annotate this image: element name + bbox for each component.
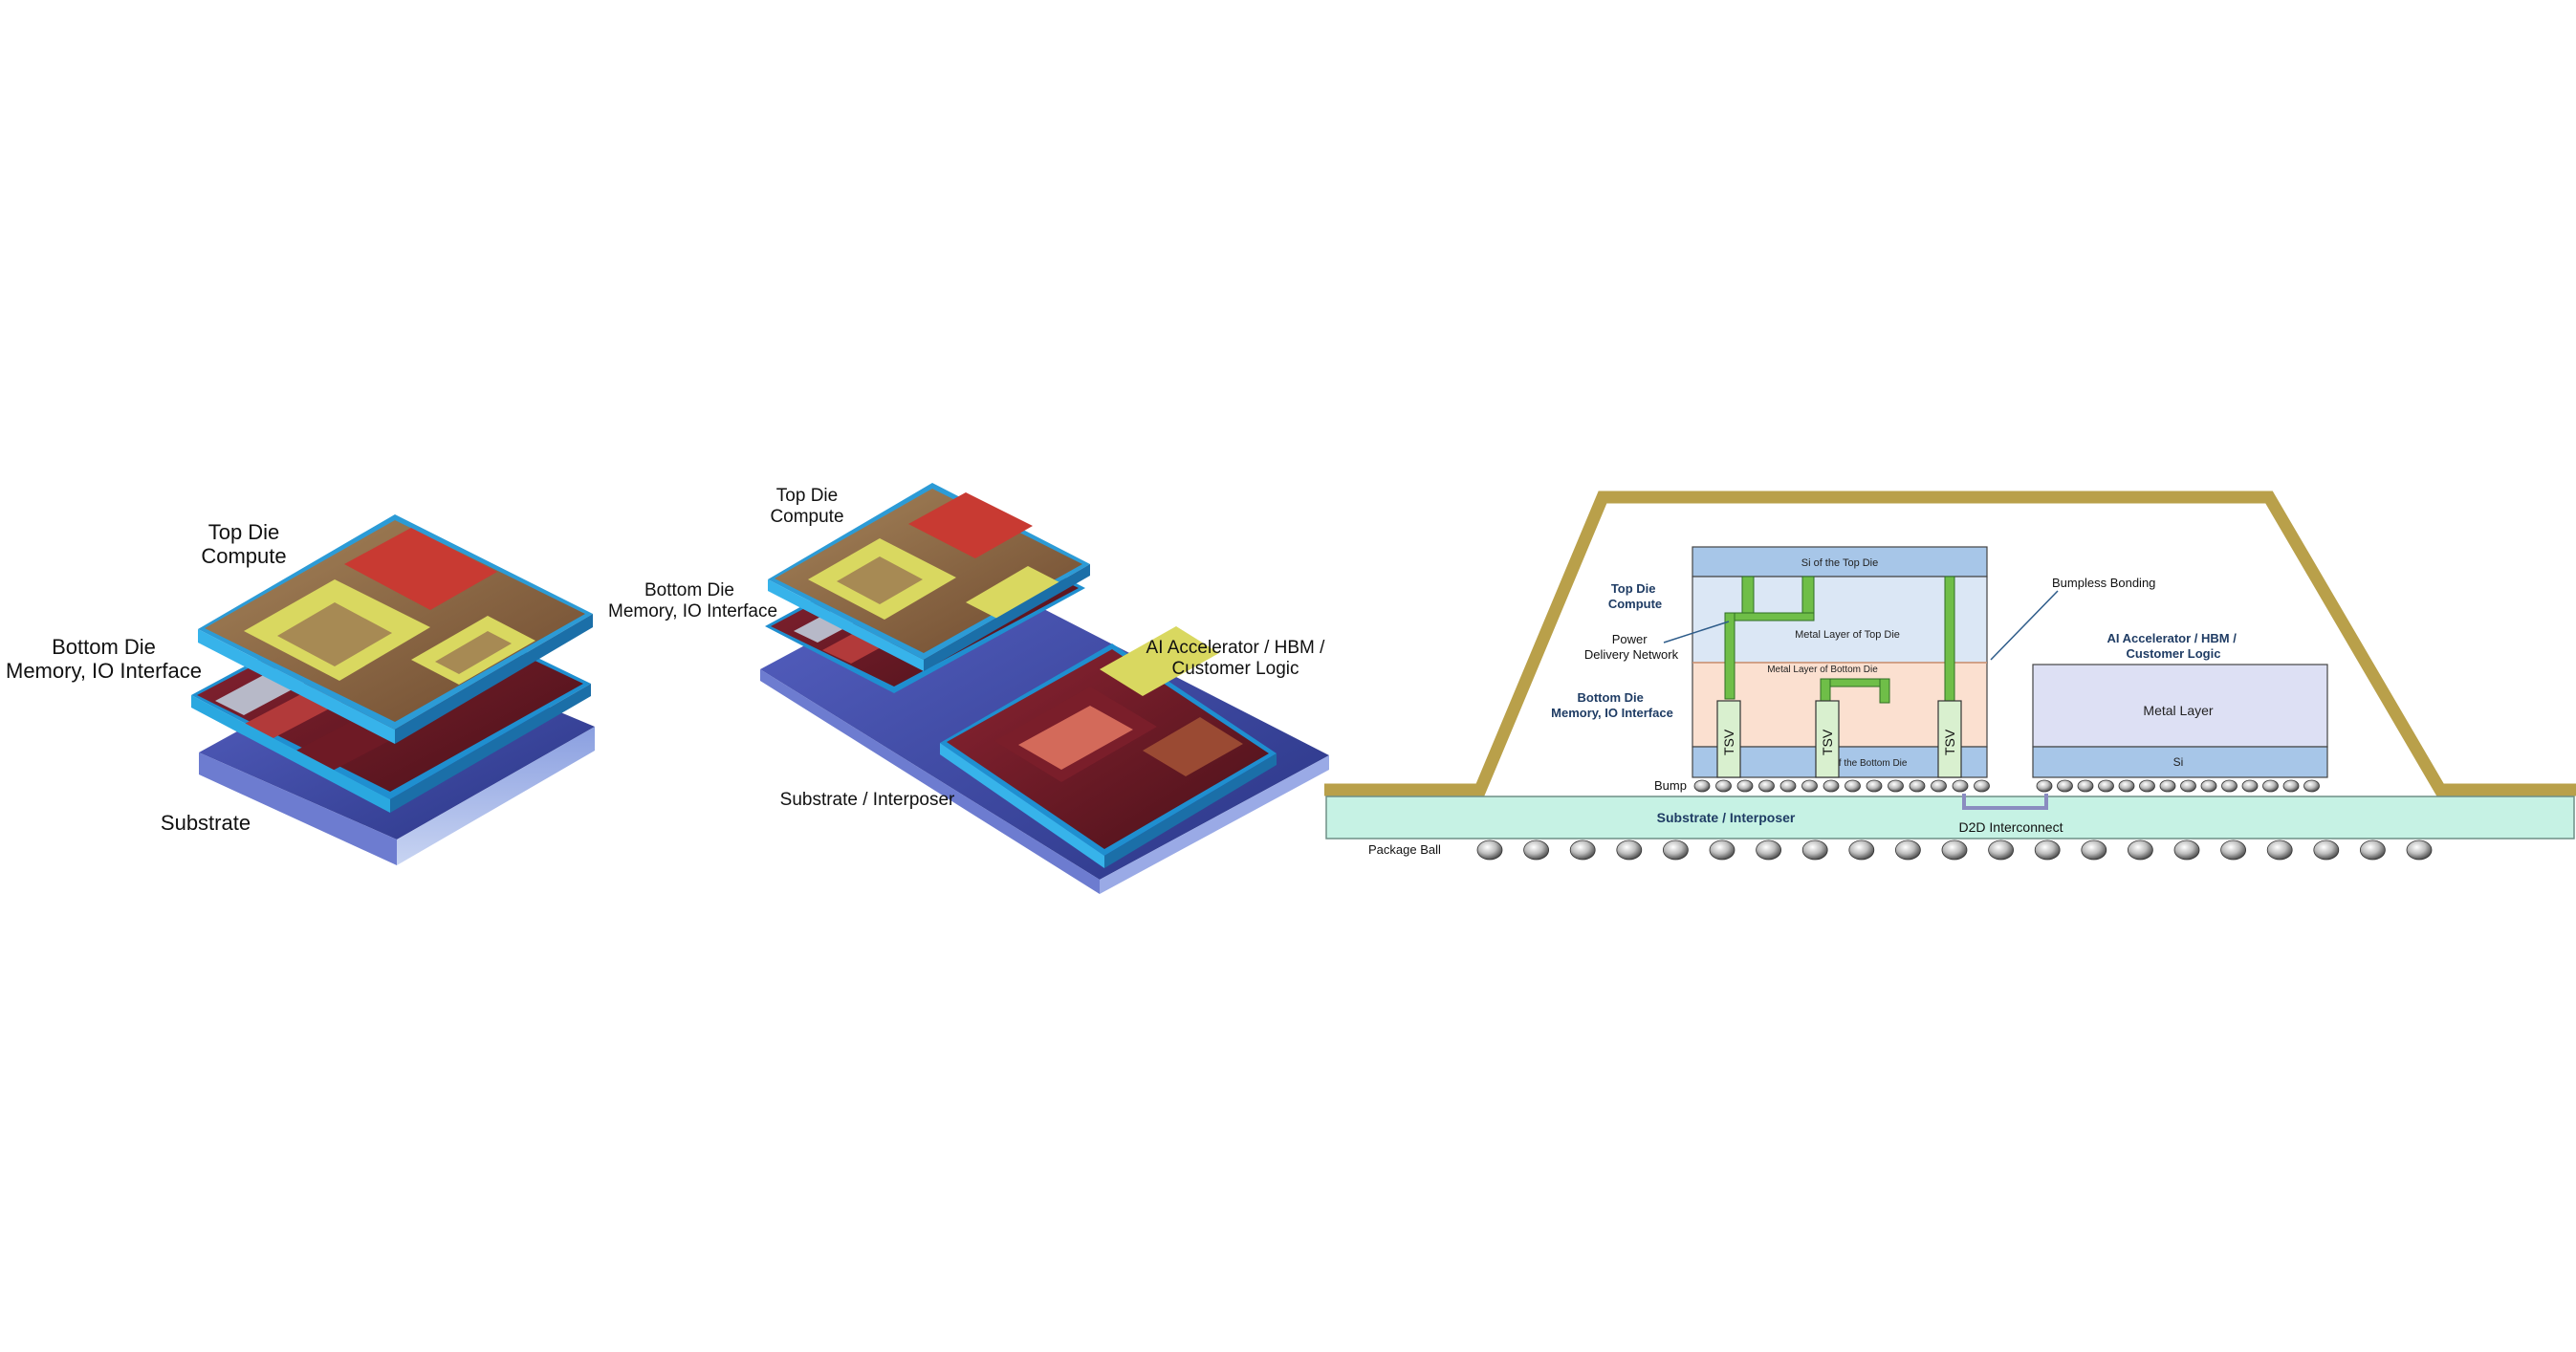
- xs-bottom-die-label: Bottom Die Memory, IO Interface: [1551, 690, 1673, 720]
- package-ball: [1756, 840, 1781, 861]
- bump: [1758, 779, 1775, 793]
- d2d-label: D2D Interconnect: [1959, 819, 2063, 835]
- substrate-label: Substrate / Interposer: [1657, 810, 1796, 825]
- bump: [2118, 779, 2135, 793]
- package-ball: [2034, 840, 2061, 861]
- bump: [1866, 779, 1883, 793]
- package-ball: [2127, 840, 2153, 861]
- xs-power-delivery-label: Power Delivery Network: [1584, 632, 1679, 662]
- package-ball-label: Package Ball: [1368, 842, 1441, 857]
- package-ball: [2266, 840, 2293, 861]
- accelerator-metal-label: Metal Layer: [2143, 703, 2213, 718]
- middle-accelerator-die: [940, 626, 1277, 868]
- substrate-interposer: [1325, 796, 2575, 840]
- mold-outline: [1324, 491, 2576, 796]
- bump: [1845, 779, 1861, 793]
- middle-top-die: [768, 483, 1090, 671]
- bump: [1888, 779, 1904, 793]
- bump: [1693, 779, 1711, 793]
- pdn-leader-line: [1663, 621, 1730, 643]
- xs-bumpless-bonding-label: Bumpless Bonding: [2052, 576, 2155, 590]
- package-ball: [1663, 840, 1689, 861]
- bump: [1715, 779, 1732, 793]
- bump: [1779, 779, 1797, 793]
- metal-layer-bottom-label: Metal Layer of Bottom Die: [1767, 665, 1878, 675]
- si-top-die: [1692, 546, 1988, 578]
- bump-row-right: [2036, 779, 2320, 793]
- bump-row-left: [1693, 779, 1990, 793]
- xs-accelerator-label: AI Accelerator / HBM / Customer Logic: [2107, 631, 2240, 661]
- package-ball: [1616, 840, 1643, 861]
- bump: [1952, 779, 1969, 793]
- bump: [2282, 779, 2300, 793]
- bump: [1974, 779, 1990, 793]
- package-ball: [1709, 840, 1736, 861]
- bump: [2180, 779, 2196, 793]
- middle-accelerator-label: AI Accelerator / HBM /Customer Logic: [1146, 638, 1325, 679]
- package-ball: [1569, 840, 1596, 861]
- package-ball: [1523, 840, 1549, 861]
- middle-substrate-label: Substrate / Interposer: [779, 790, 955, 810]
- package-ball: [1941, 840, 1968, 861]
- package-ball: [2359, 840, 2386, 861]
- bump: [2303, 779, 2320, 793]
- tsv-1-label: TSV: [1721, 729, 1736, 755]
- power-delivery-network: [1724, 576, 1955, 704]
- package-ball: [1801, 840, 1828, 861]
- bumpless-leader-line: [1990, 590, 2059, 661]
- bump-label: Bump: [1654, 778, 1687, 793]
- tsv-1: [1716, 700, 1741, 778]
- d2d-interconnect: [1962, 794, 2048, 810]
- accelerator-si: [2032, 746, 2328, 778]
- bump: [2057, 779, 2073, 793]
- package-ball: [1476, 840, 1503, 861]
- package-ball: [1895, 840, 1921, 861]
- xs-top-die-label: Top Die Compute: [1608, 581, 1662, 611]
- accelerator-metal-layer: [2032, 664, 2328, 748]
- bump: [2139, 779, 2155, 793]
- bump: [1931, 779, 1947, 793]
- package-ball: [2406, 840, 2433, 861]
- bump: [1736, 779, 1754, 793]
- si-top-die-label: Si of the Top Die: [1801, 557, 1879, 569]
- package-ball-row: [1476, 840, 2433, 861]
- bump: [2077, 779, 2094, 793]
- bump: [1823, 779, 1840, 793]
- package-ball: [2313, 840, 2340, 861]
- bump: [2262, 779, 2279, 793]
- bump: [2200, 779, 2217, 793]
- si-bottom-die-label: Si of the Bottom Die: [1823, 758, 1908, 769]
- bump: [2098, 779, 2114, 793]
- bump: [1801, 779, 1818, 793]
- bump: [2036, 779, 2053, 793]
- package-ball: [1988, 840, 2015, 861]
- tsv-3-label: TSV: [1942, 729, 1957, 755]
- metal-layer-top-label: Metal Layer of Top Die: [1795, 629, 1900, 641]
- package-ball: [2220, 840, 2247, 861]
- bump: [2241, 779, 2259, 793]
- bump: [1909, 779, 1926, 793]
- tsv-3: [1937, 700, 1962, 778]
- tsv-2-label: TSV: [1820, 729, 1835, 755]
- package-ball: [1848, 840, 1875, 861]
- tsv-2: [1815, 700, 1840, 778]
- bump: [2221, 779, 2238, 793]
- package-ball: [2173, 840, 2200, 861]
- accelerator-si-label: Si: [2173, 755, 2184, 769]
- left-substrate-label: Substrate: [160, 811, 251, 835]
- tsv-group: TSV TSV TSV: [1716, 700, 1962, 778]
- package-ball: [2081, 840, 2107, 861]
- bump: [2159, 779, 2176, 793]
- left-top-die: [198, 514, 593, 744]
